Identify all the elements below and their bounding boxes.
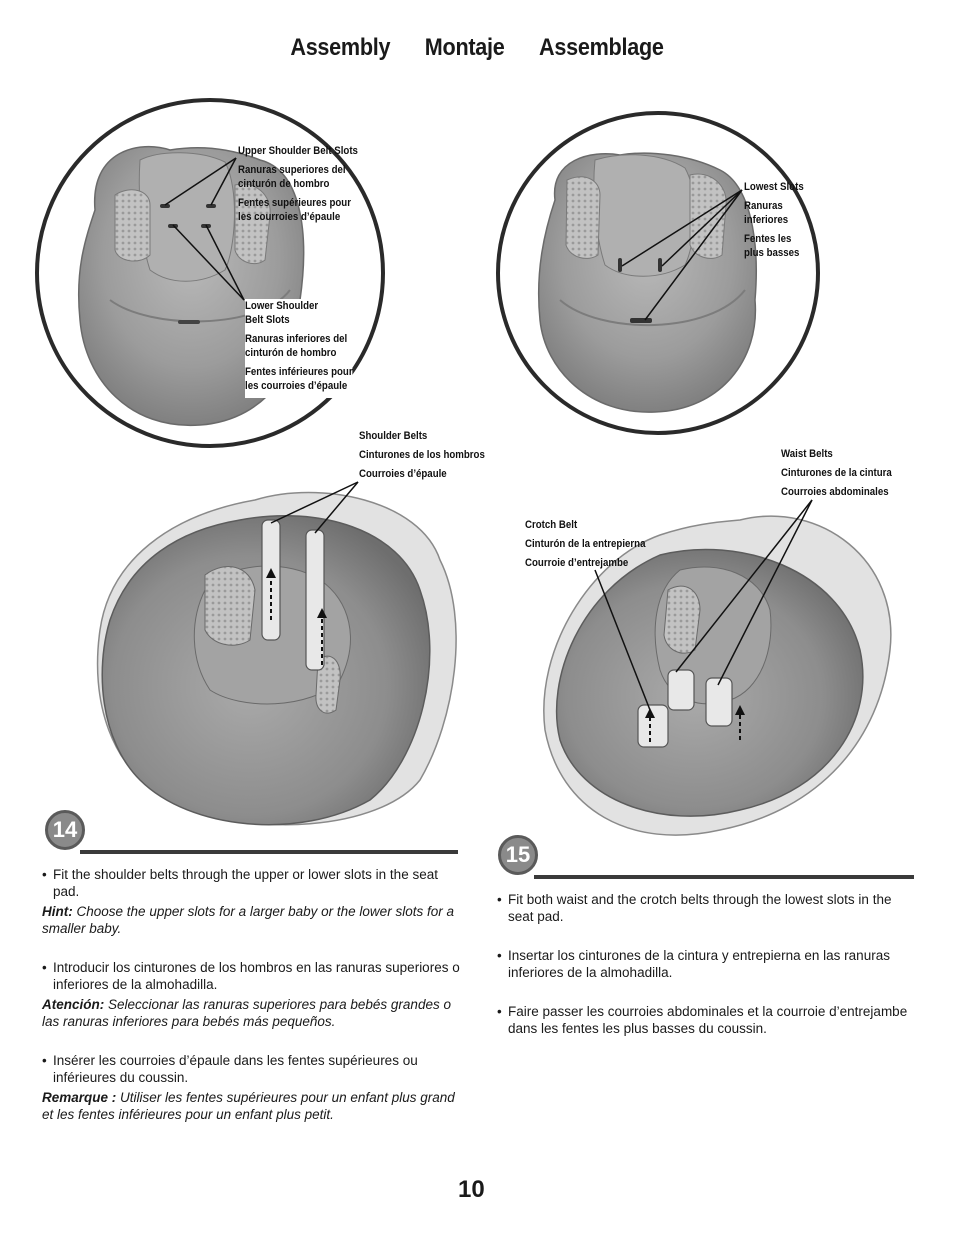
step-14-en-hint-text: Choose the upper slots for a larger baby… xyxy=(42,904,454,936)
step-15-instructions: Fit both waist and the crotch belts thro… xyxy=(497,891,917,1037)
lowest-slots-es-1: Ranuras xyxy=(744,199,804,213)
step-15-en-text: Fit both waist and the crotch belts thro… xyxy=(497,891,917,925)
step-15-es-text: Insertar los cinturones de la cintura y … xyxy=(497,947,917,981)
upper-slots-label: Upper Shoulder Belt Slots Ranuras superi… xyxy=(238,144,358,229)
step-14-es-hint-text: Seleccionar las ranuras superiores para … xyxy=(42,997,451,1029)
crotch-belt-en: Crotch Belt xyxy=(525,518,645,532)
lowest-slots-fr-1: Fentes les xyxy=(744,232,804,246)
lowest-slots-label: Lowest Slots Ranuras inferiores Fentes l… xyxy=(744,180,804,265)
lowest-slots-en: Lowest Slots xyxy=(744,180,804,194)
step-14-es-text: Introducir los cinturones de los hombros… xyxy=(42,959,462,993)
step-15-badge: 15 xyxy=(498,835,538,875)
waist-belts-en: Waist Belts xyxy=(781,447,892,461)
fig14-seat xyxy=(98,482,457,825)
lower-slots-label: Lower Shoulder Belt Slots Ranuras inferi… xyxy=(245,299,353,398)
step-14-es-hint: Atención: Seleccionar las ranuras superi… xyxy=(42,996,462,1030)
upper-slots-fr-2: les courroies d’épaule xyxy=(238,210,358,224)
step-14-rule xyxy=(80,850,458,854)
upper-slots-es-1: Ranuras superiores del xyxy=(238,163,358,177)
crotch-belt-fr: Courroie d’entrejambe xyxy=(525,556,645,570)
step-14-en-hint: Hint: Choose the upper slots for a large… xyxy=(42,903,462,937)
lower-slots-es-2: cinturón de hombro xyxy=(245,346,353,360)
step-14-badge: 14 xyxy=(45,810,85,850)
shoulder-belts-en: Shoulder Belts xyxy=(359,429,485,443)
step-14-en-hint-label: Hint: xyxy=(42,904,73,919)
lowest-slots-fr-2: plus basses xyxy=(744,246,804,260)
waist-belts-fr: Courroies abdominales xyxy=(781,485,892,499)
lower-slots-fr-2: les courroies d’épaule xyxy=(245,379,353,393)
lower-slots-fr-1: Fentes inférieures pour xyxy=(245,365,353,379)
step-15-rule xyxy=(534,875,914,879)
step-14-fr-text: Insérer les courroies d’épaule dans les … xyxy=(42,1052,462,1086)
upper-slots-fr-1: Fentes supérieures pour xyxy=(238,196,358,210)
step-14-es-hint-label: Atención: xyxy=(42,997,104,1012)
lower-slots-en-2: Belt Slots xyxy=(245,313,353,327)
step-14-fr-hint-label: Remarque : xyxy=(42,1090,116,1105)
step-14-instructions: Fit the shoulder belts through the upper… xyxy=(42,866,462,1123)
waist-belts-label: Waist Belts Cinturones de la cintura Cou… xyxy=(781,447,892,504)
lowest-slots-es-2: inferiores xyxy=(744,213,804,227)
lower-slots-en-1: Lower Shoulder xyxy=(245,299,353,313)
fig15-detail-circle xyxy=(498,113,818,433)
step-14-fr-hint: Remarque : Utiliser les fentes supérieur… xyxy=(42,1089,462,1123)
shoulder-belts-fr: Courroies d’épaule xyxy=(359,467,485,481)
shoulder-belts-label: Shoulder Belts Cinturones de los hombros… xyxy=(359,429,485,486)
crotch-belt-label: Crotch Belt Cinturón de la entrepierna C… xyxy=(525,518,645,575)
waist-belts-es: Cinturones de la cintura xyxy=(781,466,892,480)
crotch-belt-es: Cinturón de la entrepierna xyxy=(525,537,645,551)
page-number: 10 xyxy=(458,1176,485,1204)
step-15-fr-text: Faire passer les courroies abdominales e… xyxy=(497,1003,917,1037)
lower-slots-es-1: Ranuras inferiores del xyxy=(245,332,353,346)
step-14-en-text: Fit the shoulder belts through the upper… xyxy=(42,866,462,900)
upper-slots-en: Upper Shoulder Belt Slots xyxy=(238,144,358,158)
upper-slots-es-2: cinturón de hombro xyxy=(238,177,358,191)
shoulder-belts-es: Cinturones de los hombros xyxy=(359,448,485,462)
